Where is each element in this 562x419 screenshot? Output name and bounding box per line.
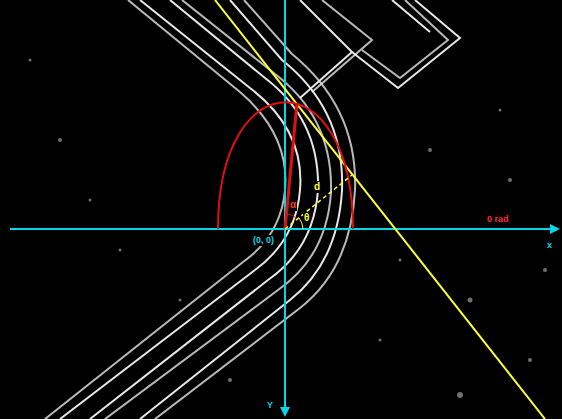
origin-label: (0, 0) — [252, 235, 275, 246]
road-edges — [45, 0, 460, 419]
distance-label: d — [313, 181, 321, 193]
angle-label: θ — [303, 212, 310, 224]
hough-arc — [218, 102, 353, 229]
fitted-line — [215, 0, 545, 419]
axis-label: Y — [266, 400, 274, 411]
distance-d — [285, 175, 352, 229]
axis-label: x — [546, 240, 553, 251]
alpha-ray — [285, 103, 297, 229]
axis-label: 0 rad — [486, 214, 510, 225]
axes — [10, 0, 560, 417]
alpha-arc — [286, 214, 297, 219]
angle-label: α — [289, 199, 297, 211]
